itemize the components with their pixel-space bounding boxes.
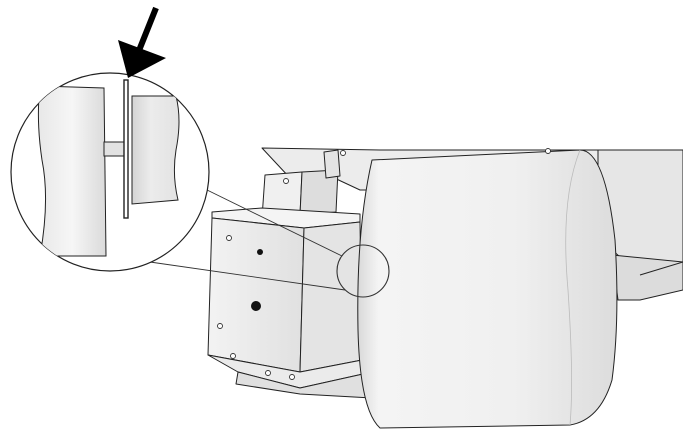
screw (230, 353, 236, 359)
roll-edge-highlight (565, 149, 581, 426)
screws (217, 148, 551, 380)
box-front-face (207, 217, 305, 373)
zoom-right-part (131, 95, 180, 205)
magnifier-circle (10, 72, 210, 272)
screw (226, 235, 232, 241)
screw (217, 323, 223, 329)
mount-hole-large (251, 301, 261, 311)
rear-edge (639, 261, 683, 276)
zoom-guide-plate (123, 79, 129, 219)
leader-lines (149, 187, 346, 291)
zoom-left-part (37, 85, 107, 257)
paper-roll (357, 149, 618, 429)
box-side-face (299, 221, 363, 373)
screw (289, 374, 295, 380)
screw (265, 370, 271, 376)
mount-hole-small (257, 249, 263, 255)
screw (340, 150, 346, 156)
screw (545, 148, 551, 154)
top-tab (323, 149, 341, 179)
arrow-icon (118, 6, 166, 78)
screw (283, 178, 289, 184)
focus-ring (336, 244, 390, 298)
arrow-head (118, 40, 166, 78)
rear-right-lower (611, 254, 683, 301)
machine-assembly (207, 147, 683, 429)
